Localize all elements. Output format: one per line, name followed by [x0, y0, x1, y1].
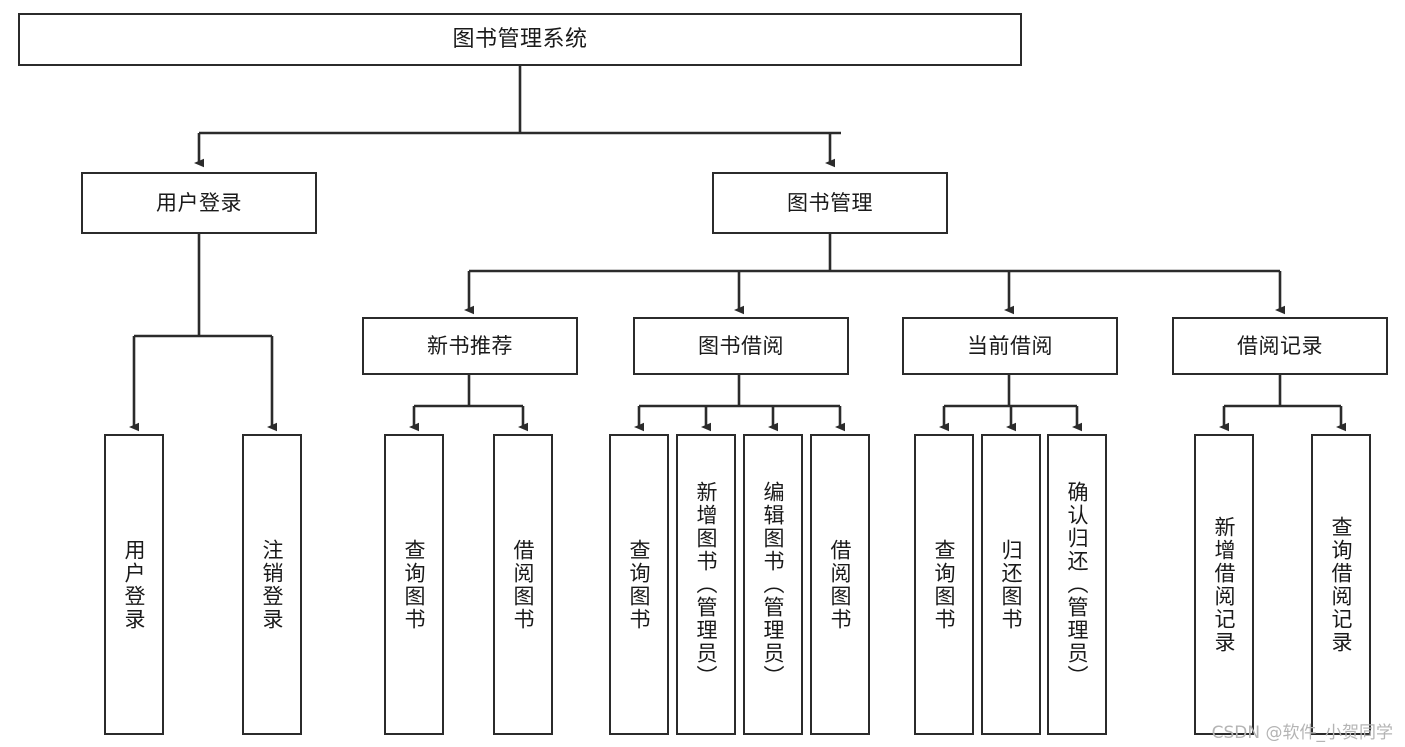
node-label: 归还图书: [999, 538, 1024, 631]
node-label: 新增借阅记录: [1212, 515, 1237, 654]
node-label: 当前借阅: [967, 333, 1053, 358]
node-label: 查询图书: [932, 538, 957, 631]
node-current-borrow[interactable]: 当前借阅: [902, 317, 1118, 375]
leaf-user-login-login[interactable]: 用户登录: [104, 434, 164, 735]
node-label: 用户登录: [156, 190, 242, 215]
node-book-management[interactable]: 图书管理: [712, 172, 948, 234]
leaf-records-add-record[interactable]: 新增借阅记录: [1194, 434, 1254, 735]
node-label: 新增图书（管理员）: [694, 481, 719, 688]
node-new-book-recommend[interactable]: 新书推荐: [362, 317, 578, 375]
leaf-current-return-book[interactable]: 归还图书: [981, 434, 1041, 735]
node-label: 图书管理: [787, 190, 873, 215]
node-label: 图书借阅: [698, 333, 784, 358]
watermark: CSDN @软件_小贺同学: [1211, 723, 1393, 743]
node-label: 用户登录: [122, 538, 147, 631]
leaf-borrow-borrow-book[interactable]: 借阅图书: [810, 434, 870, 735]
node-label: 借阅记录: [1237, 333, 1323, 358]
node-label: 新书推荐: [427, 333, 513, 358]
node-label: 确认归还（管理员）: [1065, 481, 1090, 688]
node-label: 图书管理系统: [452, 26, 588, 52]
node-label: 查询借阅记录: [1329, 515, 1354, 654]
leaf-borrow-query-book[interactable]: 查询图书: [609, 434, 669, 735]
node-label: 编辑图书（管理员）: [761, 481, 786, 688]
leaf-recommend-query-book[interactable]: 查询图书: [384, 434, 444, 735]
leaf-current-confirm-return[interactable]: 确认归还（管理员）: [1047, 434, 1107, 735]
node-label: 注销登录: [260, 538, 285, 631]
leaf-current-query-book[interactable]: 查询图书: [914, 434, 974, 735]
leaf-user-login-logout[interactable]: 注销登录: [242, 434, 302, 735]
leaf-borrow-edit-book[interactable]: 编辑图书（管理员）: [743, 434, 803, 735]
leaf-records-query-record[interactable]: 查询借阅记录: [1311, 434, 1371, 735]
leaf-borrow-add-book[interactable]: 新增图书（管理员）: [676, 434, 736, 735]
node-label: 借阅图书: [511, 538, 536, 631]
node-label: 借阅图书: [828, 538, 853, 631]
node-user-login[interactable]: 用户登录: [81, 172, 317, 234]
node-label: 查询图书: [627, 538, 652, 631]
node-borrow-records[interactable]: 借阅记录: [1172, 317, 1388, 375]
leaf-recommend-borrow-book[interactable]: 借阅图书: [493, 434, 553, 735]
node-label: 查询图书: [402, 538, 427, 631]
node-book-borrow[interactable]: 图书借阅: [633, 317, 849, 375]
node-root-system[interactable]: 图书管理系统: [18, 13, 1022, 66]
